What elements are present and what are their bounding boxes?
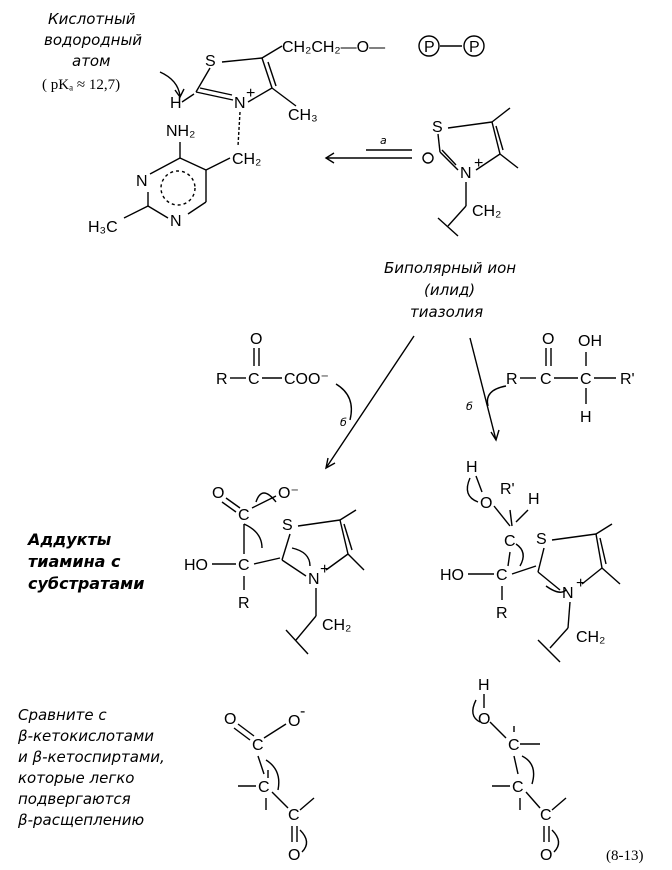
keto-alc-r-prime: R' — [620, 371, 635, 388]
bkal-c1: C — [508, 737, 520, 754]
bkal-o: O — [478, 711, 490, 728]
ylide-molecule: S N + CH₂ — [422, 107, 519, 237]
beta-keto-acid: O C O - C C O — [224, 703, 315, 864]
equilibrium-arrow-a: a — [324, 134, 412, 164]
equation-number: (8-13) — [606, 848, 644, 864]
keto-alc-c1: C — [540, 371, 552, 388]
comparison-note: Сравните с β-кетокислотами и β-кетоспирт… — [17, 706, 165, 829]
keto-acid-c: C — [248, 371, 260, 388]
compare-label-line2: β-кетокислотами — [17, 727, 154, 745]
adduct-l-carboxyl-c: C — [238, 507, 250, 524]
adduct-r-c-lower: C — [496, 567, 508, 584]
bka-c2: C — [258, 779, 270, 796]
adduct-l-n-plus: + — [320, 561, 329, 578]
nh2-amino: NH₂ — [166, 123, 195, 140]
acid-h-label-line3: атом — [72, 52, 110, 70]
adduct-l-ch2: CH₂ — [322, 617, 351, 634]
keto-acid-o: O — [250, 331, 262, 348]
bkal-c2: C — [512, 779, 524, 796]
reaction-arrow-b-left: б — [325, 335, 415, 470]
bka-c3: C — [288, 807, 300, 824]
ch3-methyl: CH₃ — [288, 107, 318, 124]
keto-alc-h: H — [580, 409, 592, 426]
acid-h-label-line1: Кислотный — [48, 10, 136, 28]
adduct-r-h2: H — [528, 491, 540, 508]
compare-label-line5: подвергаются — [18, 790, 131, 808]
adduct-l-s: S — [282, 517, 293, 534]
bkal-o-ketone: O — [540, 847, 552, 864]
atom-n-pyrimidine-upper: N — [136, 173, 148, 190]
adduct-r-r: R — [496, 605, 508, 622]
bka-c1: C — [252, 737, 264, 754]
bkal-c3: C — [540, 807, 552, 824]
ylide-ch2: CH₂ — [472, 203, 501, 220]
n-plus-charge: + — [246, 85, 255, 102]
acid-h-pointer-arrow — [159, 71, 181, 97]
ylide-n-plus: + — [474, 155, 483, 172]
adduct-r-r-prime: R' — [500, 481, 515, 498]
adduct-l-n: N — [308, 571, 320, 588]
adduct-r-n: N — [562, 585, 574, 602]
keto-alcohol-substrate: R C O C OH R' H — [486, 331, 635, 426]
keto-alc-r: R — [506, 371, 518, 388]
keto-alc-oh: OH — [578, 333, 602, 350]
keto-alc-c2: C — [580, 371, 592, 388]
adduct-l-central-c: C — [238, 557, 250, 574]
arrow-label-b-right: б — [466, 400, 473, 413]
atom-n-thiazolium: N — [234, 95, 246, 112]
atom-n-pyrimidine-lower: N — [170, 213, 182, 230]
adduct-r-c-upper: C — [504, 533, 516, 550]
adduct-r-s: S — [536, 531, 547, 548]
compare-label-line6: β-расщеплению — [17, 811, 144, 829]
atom-s: S — [205, 53, 216, 70]
adduct-right: H O R' H C HO C R S N + CH₂ — [440, 459, 621, 663]
compare-label-line4: которые легко — [18, 769, 134, 787]
adduct-l-o-minus: O⁻ — [278, 485, 299, 502]
adduct-r-ch2: CH₂ — [576, 629, 605, 646]
keto-acid-coo: COO⁻ — [284, 371, 329, 388]
acid-h-label-line2: водородный — [44, 31, 142, 49]
adduct-left: O C O⁻ HO C R S N + CH₂ — [184, 485, 365, 655]
ylide-label-line3: тиазолия — [410, 303, 483, 321]
bka-o-minus: O — [288, 713, 300, 730]
arrow-label-b-left: б — [340, 416, 347, 429]
compare-label-line3: и β-кетоспиртами, — [18, 748, 165, 766]
thiamine-molecule: S N + H CH₃ CH₂CH₂—O— P P CH₂ NH₂ N N — [88, 35, 485, 236]
compare-label-line1: Сравните с — [18, 706, 107, 724]
adducts-label-line1: Аддукты — [26, 530, 112, 549]
adduct-l-o: O — [212, 485, 224, 502]
acid-h-arrowhead — [174, 88, 185, 99]
ylide-atom-s: S — [432, 119, 443, 136]
ch2-bridge: CH₂ — [232, 151, 261, 168]
reaction-arrow-b-right: б — [466, 337, 500, 442]
adduct-l-r: R — [238, 595, 250, 612]
side-chain: CH₂CH₂—O— — [282, 39, 385, 56]
adduct-r-ho: HO — [440, 567, 464, 584]
bka-o-ketone: O — [288, 847, 300, 864]
beta-keto-alcohol: H O C C C O — [472, 677, 567, 864]
ylide-atom-n: N — [460, 165, 472, 182]
ylide-label-line2: (илид) — [424, 281, 475, 299]
adducts-label-line2: тиамина с — [28, 552, 121, 571]
adduct-l-ho: HO — [184, 557, 208, 574]
bka-o: O — [224, 711, 236, 728]
keto-alc-o: O — [542, 331, 554, 348]
adduct-r-o: O — [480, 495, 492, 512]
acidic-hydrogen-note: Кислотный водородный атом ( pKₐ ≈ 12,7) — [42, 10, 185, 99]
adduct-r-n-plus: + — [576, 575, 585, 592]
h3c-methyl: H₃C — [88, 219, 118, 236]
adduct-r-h: H — [466, 459, 478, 476]
ylide-label-line1: Биполярный ион — [384, 259, 516, 277]
phosphate-1: P — [424, 39, 435, 56]
keto-acid-substrate: R C O COO⁻ — [216, 331, 353, 421]
phosphate-2: P — [469, 39, 480, 56]
arrow-label-a: a — [380, 134, 387, 147]
adducts-label-line3: субстратами — [28, 574, 144, 593]
keto-acid-r: R — [216, 371, 228, 388]
pka-label: ( pKₐ ≈ 12,7) — [42, 77, 120, 93]
bkal-h: H — [478, 677, 490, 694]
atom-h-acidic: H — [170, 95, 182, 112]
bka-minus: - — [300, 703, 305, 720]
